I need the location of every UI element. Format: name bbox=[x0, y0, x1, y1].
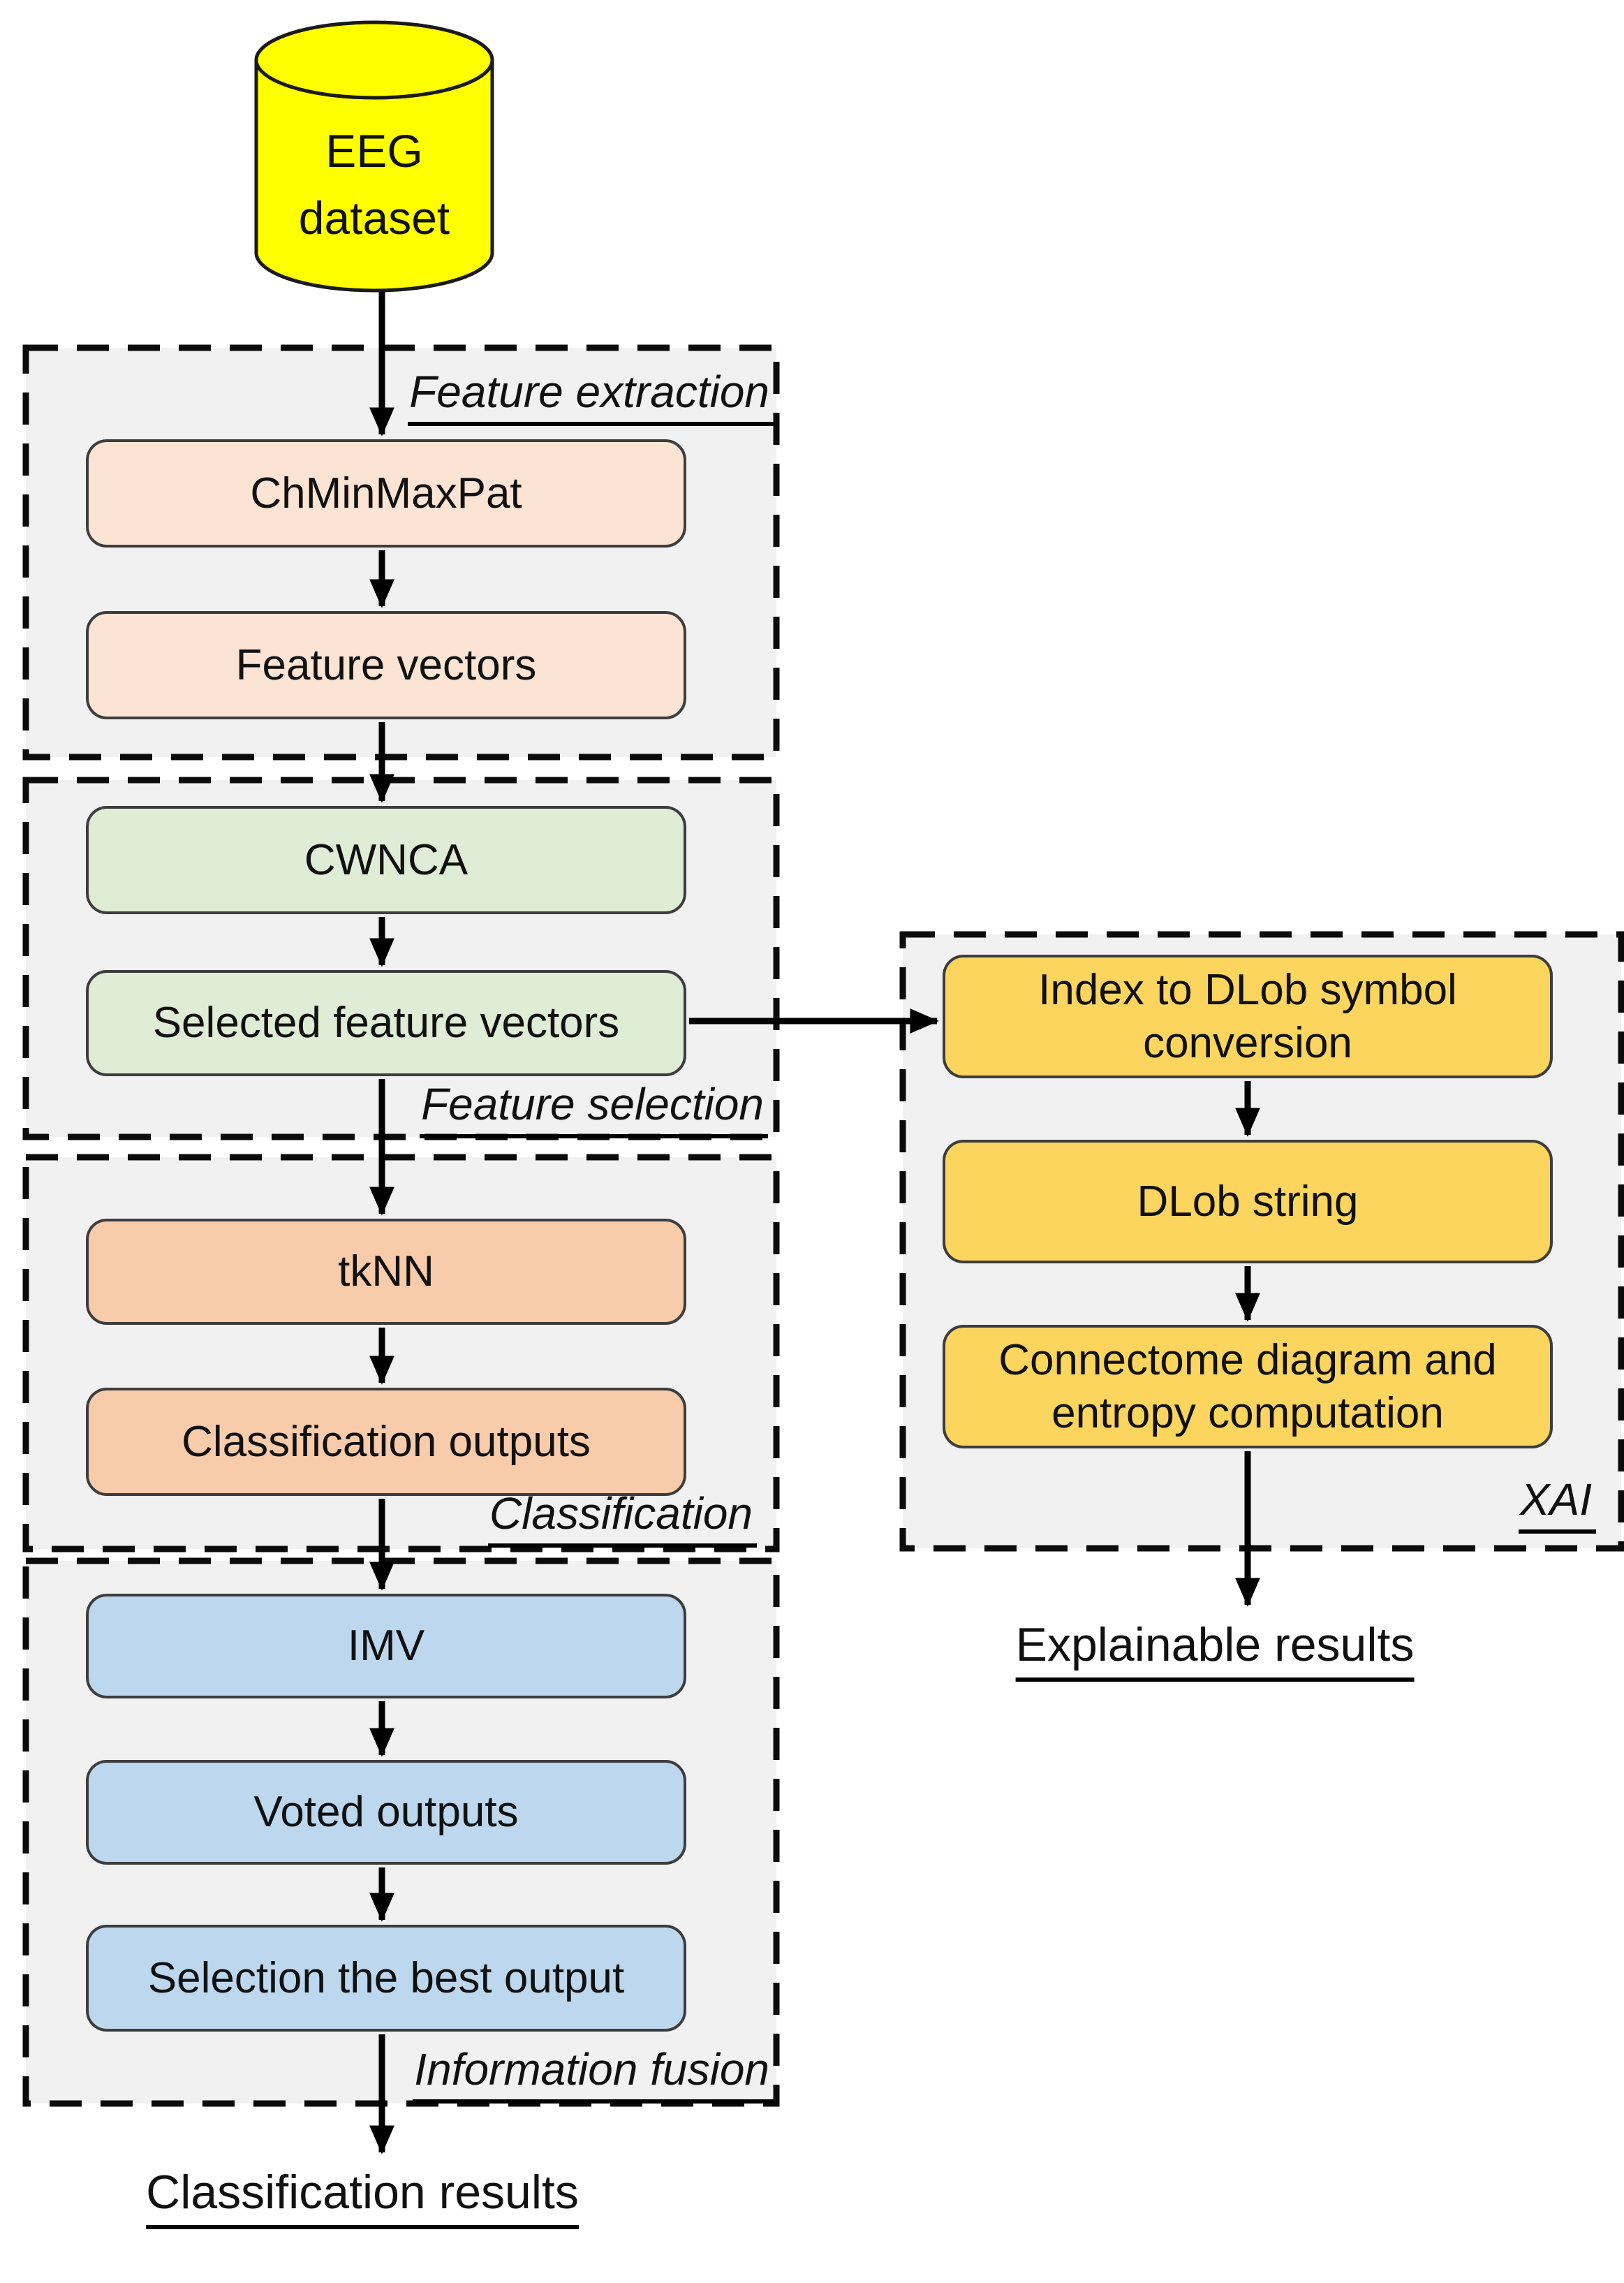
node-selected-feature-vectors: Selected feature vectors bbox=[86, 970, 686, 1076]
node-label: DLob string bbox=[1137, 1177, 1359, 1226]
eeg-dataset-label: EEG dataset bbox=[253, 117, 496, 251]
node-label: IMV bbox=[347, 1622, 425, 1671]
eeg-dataset-label-line2: dataset bbox=[298, 192, 450, 244]
node-dlob-string: DLob string bbox=[943, 1140, 1553, 1263]
classification-results-label: Classification results bbox=[146, 2165, 579, 2229]
node-voted-outputs: Voted outputs bbox=[86, 1760, 686, 1865]
section-label-feature-selection: Feature selection bbox=[420, 1078, 768, 1138]
explainable-results-label: Explainable results bbox=[1015, 1617, 1415, 1682]
node-index-to-dlob-conversion: Index to DLob symbol conversion bbox=[943, 955, 1553, 1078]
node-label-line2: conversion bbox=[1143, 1018, 1352, 1067]
node-label-line2: entropy computation bbox=[1051, 1388, 1444, 1437]
node-chminmaxpat: ChMinMaxPat bbox=[86, 439, 686, 548]
node-label: Feature vectors bbox=[235, 640, 537, 689]
eeg-dataset-label-line1: EEG bbox=[325, 125, 423, 177]
node-classification-outputs: Classification outputs bbox=[86, 1388, 686, 1496]
node-feature-vectors: Feature vectors bbox=[86, 611, 686, 719]
section-label-feature-extraction: Feature extraction bbox=[408, 366, 774, 426]
node-label: Selection the best output bbox=[147, 1953, 625, 2002]
node-label-line1: Connectome diagram and bbox=[998, 1335, 1497, 1384]
node-connectome-entropy: Connectome diagram and entropy computati… bbox=[943, 1325, 1553, 1448]
node-label: CWNCA bbox=[304, 835, 468, 884]
eeg-dataset-cylinder bbox=[254, 20, 494, 293]
node-label: Classification outputs bbox=[182, 1417, 591, 1466]
node-imv: IMV bbox=[86, 1594, 686, 1698]
section-label-information-fusion: Information fusion bbox=[413, 2043, 774, 2104]
node-label: Selected feature vectors bbox=[152, 999, 620, 1048]
section-label-classification: Classification bbox=[487, 1488, 757, 1548]
node-selection-best-output: Selection the best output bbox=[86, 1925, 686, 2032]
node-cwnca: CWNCA bbox=[86, 806, 686, 914]
node-tknn: tkNN bbox=[86, 1219, 686, 1325]
section-label-xai: XAI bbox=[1518, 1474, 1596, 1534]
node-label: Voted outputs bbox=[253, 1788, 519, 1837]
node-label-line1: Index to DLob symbol bbox=[1038, 965, 1457, 1014]
node-label: tkNN bbox=[338, 1247, 434, 1296]
node-label: ChMinMaxPat bbox=[250, 469, 522, 517]
